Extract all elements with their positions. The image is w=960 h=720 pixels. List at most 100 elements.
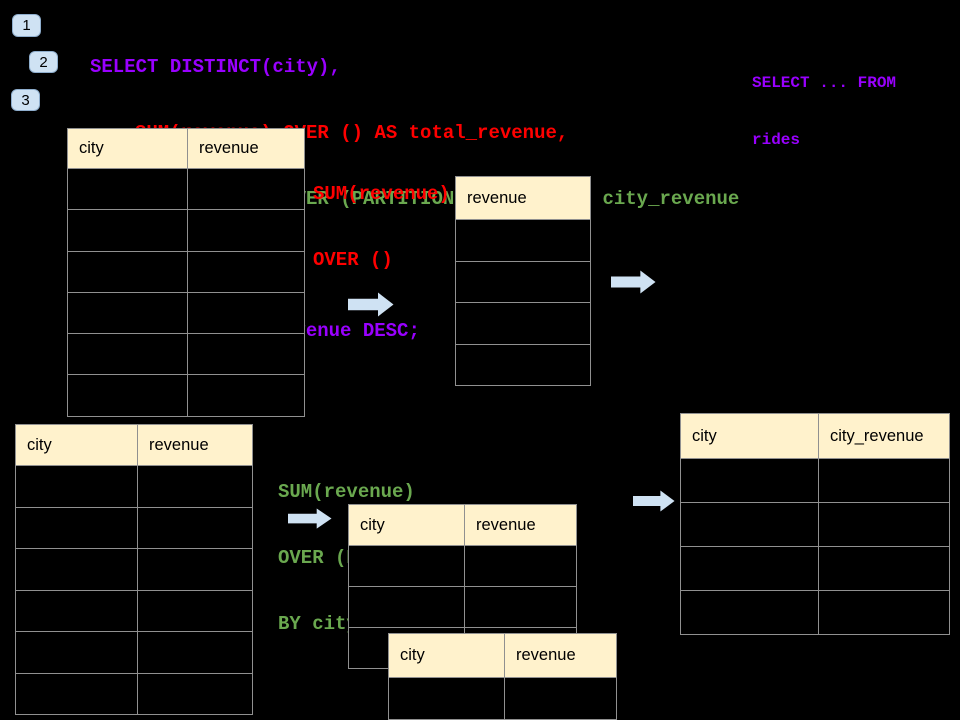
table-cell	[16, 632, 137, 673]
table-cell	[389, 678, 504, 719]
table-cell	[464, 546, 576, 586]
table-header-row: revenue	[456, 177, 590, 219]
column-header: revenue	[464, 505, 576, 545]
step-badge-1: 1	[12, 14, 41, 37]
column-header: city	[389, 634, 504, 677]
table-row	[68, 291, 304, 334]
table-cell	[68, 252, 187, 292]
table-cell	[456, 262, 590, 303]
annotation-line: OVER ()	[313, 249, 393, 271]
column-header: city	[349, 505, 464, 545]
column-header: revenue	[137, 425, 252, 465]
table-cell	[137, 590, 252, 631]
table-cell	[16, 549, 137, 590]
column-header: city	[681, 414, 818, 458]
table-row	[681, 458, 949, 502]
table-cell	[187, 251, 304, 292]
table-row	[456, 219, 590, 261]
table-cell	[681, 591, 818, 634]
table-cell	[187, 210, 304, 251]
table-row	[456, 343, 590, 386]
annotation-total-revenue: SUM(revenue) OVER ()	[313, 139, 450, 315]
annotation-line: SUM(revenue)	[313, 183, 450, 205]
table-row	[349, 586, 576, 627]
table-cell	[818, 503, 949, 546]
side-note-select-from: SELECT ... FROM rides	[752, 36, 896, 188]
side-note-line: SELECT ... FROM	[752, 74, 897, 92]
table-cell	[68, 293, 187, 333]
table-cell	[68, 210, 187, 250]
side-note-line: rides	[752, 131, 801, 149]
table-cell	[681, 503, 818, 546]
flow-arrow-right-icon	[288, 508, 332, 529]
table-cell	[16, 674, 137, 715]
table-cell	[349, 587, 464, 627]
table-cell	[68, 169, 187, 209]
flow-arrow-right-icon	[633, 490, 675, 512]
table-row	[16, 589, 252, 632]
sql-code-line: SELECT DISTINCT(city),	[90, 56, 341, 78]
table-row	[68, 168, 304, 210]
column-header: city_revenue	[818, 414, 949, 458]
table-row	[681, 502, 949, 546]
table-cell	[187, 292, 304, 334]
table-row	[456, 260, 590, 303]
table-cell	[818, 547, 949, 590]
table-row	[68, 209, 304, 251]
table-cell	[16, 591, 137, 632]
table-cell	[504, 678, 616, 719]
table-cell	[68, 334, 187, 374]
table-cell	[137, 507, 252, 548]
table-cell	[68, 375, 187, 415]
table-cell	[16, 466, 137, 507]
table-cell	[464, 587, 576, 627]
table-row	[68, 250, 304, 292]
table-cell	[456, 345, 590, 386]
table-cell	[137, 673, 252, 714]
table-cell	[456, 220, 590, 261]
table-cell	[16, 508, 137, 549]
table-row	[68, 374, 304, 416]
step-badge-2: 2	[29, 51, 58, 73]
column-header: revenue	[187, 129, 304, 168]
column-header: city	[68, 129, 187, 168]
table-cell	[349, 546, 464, 586]
table-cell	[456, 303, 590, 344]
table-row	[16, 548, 252, 590]
table-cell	[187, 169, 304, 210]
table-cell	[681, 459, 818, 502]
table-cell	[681, 547, 818, 590]
table-cell	[137, 549, 252, 590]
flow-arrow-right-icon	[611, 270, 656, 294]
table-row	[389, 677, 616, 719]
table-row	[456, 302, 590, 344]
table-cell	[187, 375, 304, 416]
table-row	[16, 465, 252, 507]
step-badge-3: 3	[11, 89, 40, 111]
table-row	[16, 506, 252, 549]
annotation-line: SUM(revenue)	[278, 481, 415, 503]
table-cell	[818, 591, 949, 634]
column-header: revenue	[456, 177, 590, 219]
table-row	[16, 631, 252, 673]
table-row	[681, 590, 949, 634]
flow-arrow-right-icon	[348, 292, 394, 317]
table-total-revenue: revenue	[455, 176, 591, 386]
table-cell	[137, 632, 252, 673]
table-row	[68, 333, 304, 375]
table-row	[681, 546, 949, 590]
column-header: revenue	[504, 634, 616, 677]
table-cell	[187, 334, 304, 375]
table-cell	[818, 459, 949, 502]
table-cell	[137, 466, 252, 507]
